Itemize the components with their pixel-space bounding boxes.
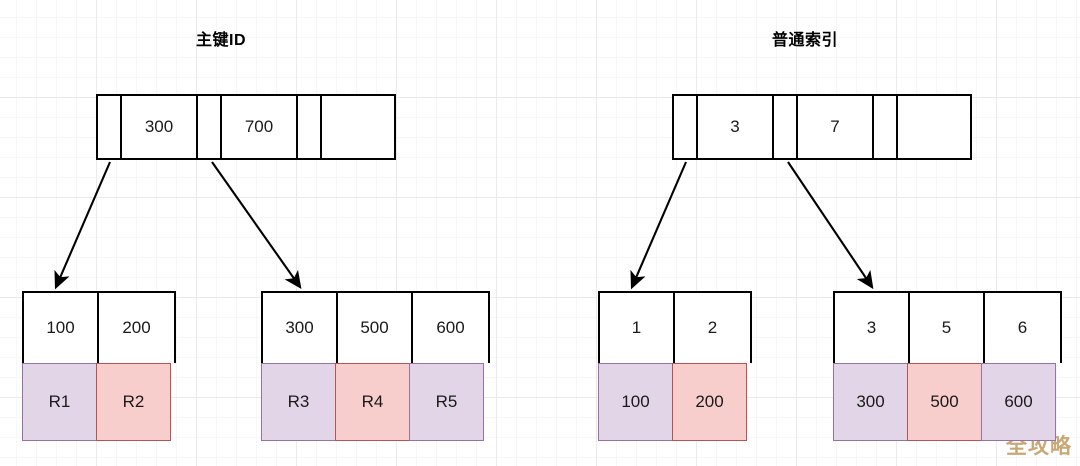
pointer-arrow-arrow-sec-1 bbox=[630, 161, 687, 290]
diagram-title-clustered-index: 主键ID bbox=[196, 32, 247, 49]
root-node-clustered-index: 300 700 bbox=[96, 94, 396, 160]
leaf-key-cell: 300 bbox=[263, 293, 338, 363]
root-pointer-cell bbox=[674, 96, 698, 158]
leaf-key-cell: 2 bbox=[675, 293, 750, 363]
leaf-key-cell: 6 bbox=[985, 293, 1060, 363]
leaf-record-cell: 100 bbox=[598, 363, 673, 441]
root-empty-cell bbox=[898, 96, 970, 158]
leaf-key-cell: 100 bbox=[24, 293, 99, 363]
root-key-cell: 7 bbox=[798, 96, 874, 158]
leaf-key-cell: 600 bbox=[413, 293, 488, 363]
root-pointer-cell bbox=[98, 96, 122, 158]
diagram-title-secondary-index: 普通索引 bbox=[772, 32, 839, 49]
pointer-arrow-arrow-pk-2 bbox=[211, 161, 302, 290]
leaf-record-cell: R5 bbox=[409, 363, 484, 441]
root-empty-cell bbox=[322, 96, 394, 158]
pointer-arrow-arrow-pk-1 bbox=[54, 161, 111, 290]
leaf-record-cell: R1 bbox=[22, 363, 97, 441]
root-key-cell: 3 bbox=[698, 96, 774, 158]
leaf-record-cell: 500 bbox=[907, 363, 982, 441]
leaf-record-cell: R2 bbox=[96, 363, 171, 441]
root-key-cell: 700 bbox=[222, 96, 298, 158]
leaf-key-cell: 5 bbox=[910, 293, 985, 363]
root-pointer-cell bbox=[874, 96, 898, 158]
leaf-key-cell: 3 bbox=[835, 293, 910, 363]
root-pointer-cell bbox=[774, 96, 798, 158]
leaf-key-cell: 1 bbox=[600, 293, 675, 363]
leaf-record-cell: R3 bbox=[261, 363, 336, 441]
leaf-record-cell: 300 bbox=[833, 363, 908, 441]
leaf-key-cell: 200 bbox=[99, 293, 174, 363]
pointer-arrow-arrow-sec-2 bbox=[787, 161, 874, 290]
root-pointer-cell bbox=[198, 96, 222, 158]
root-key-cell: 300 bbox=[122, 96, 198, 158]
leaf-record-cell: R4 bbox=[335, 363, 410, 441]
root-pointer-cell bbox=[298, 96, 322, 158]
leaf-key-cell: 500 bbox=[338, 293, 413, 363]
leaf-record-cell: 600 bbox=[981, 363, 1056, 441]
leaf-record-cell: 200 bbox=[672, 363, 747, 441]
